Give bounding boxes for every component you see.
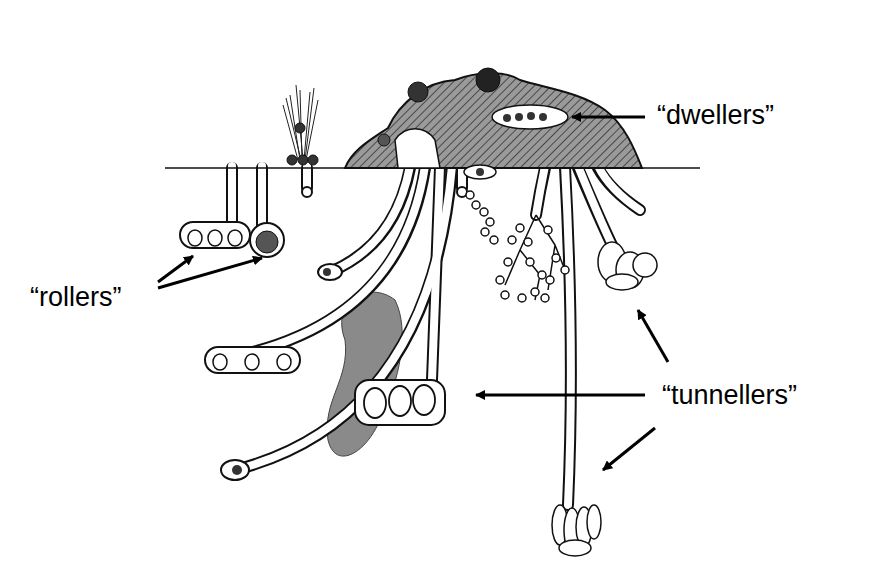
dweller-chamber <box>492 105 568 129</box>
group-label: “tunnellers” <box>660 381 799 411</box>
leader-arrows <box>158 117 668 470</box>
tunnels <box>215 166 640 505</box>
group-label: “dwellers” <box>655 101 776 131</box>
roller-chamber <box>250 223 284 257</box>
bead-chain <box>466 191 498 244</box>
brood-chamber <box>205 347 300 373</box>
group-label: “rollers” <box>28 283 124 313</box>
roller-chamber <box>180 222 250 248</box>
branching-nest <box>505 215 565 300</box>
grass-tuft <box>283 85 318 160</box>
brood-mass-cluster <box>552 242 657 556</box>
brood-ball <box>256 231 278 253</box>
brood-chamber <box>355 380 445 425</box>
brood-balls <box>188 230 242 246</box>
